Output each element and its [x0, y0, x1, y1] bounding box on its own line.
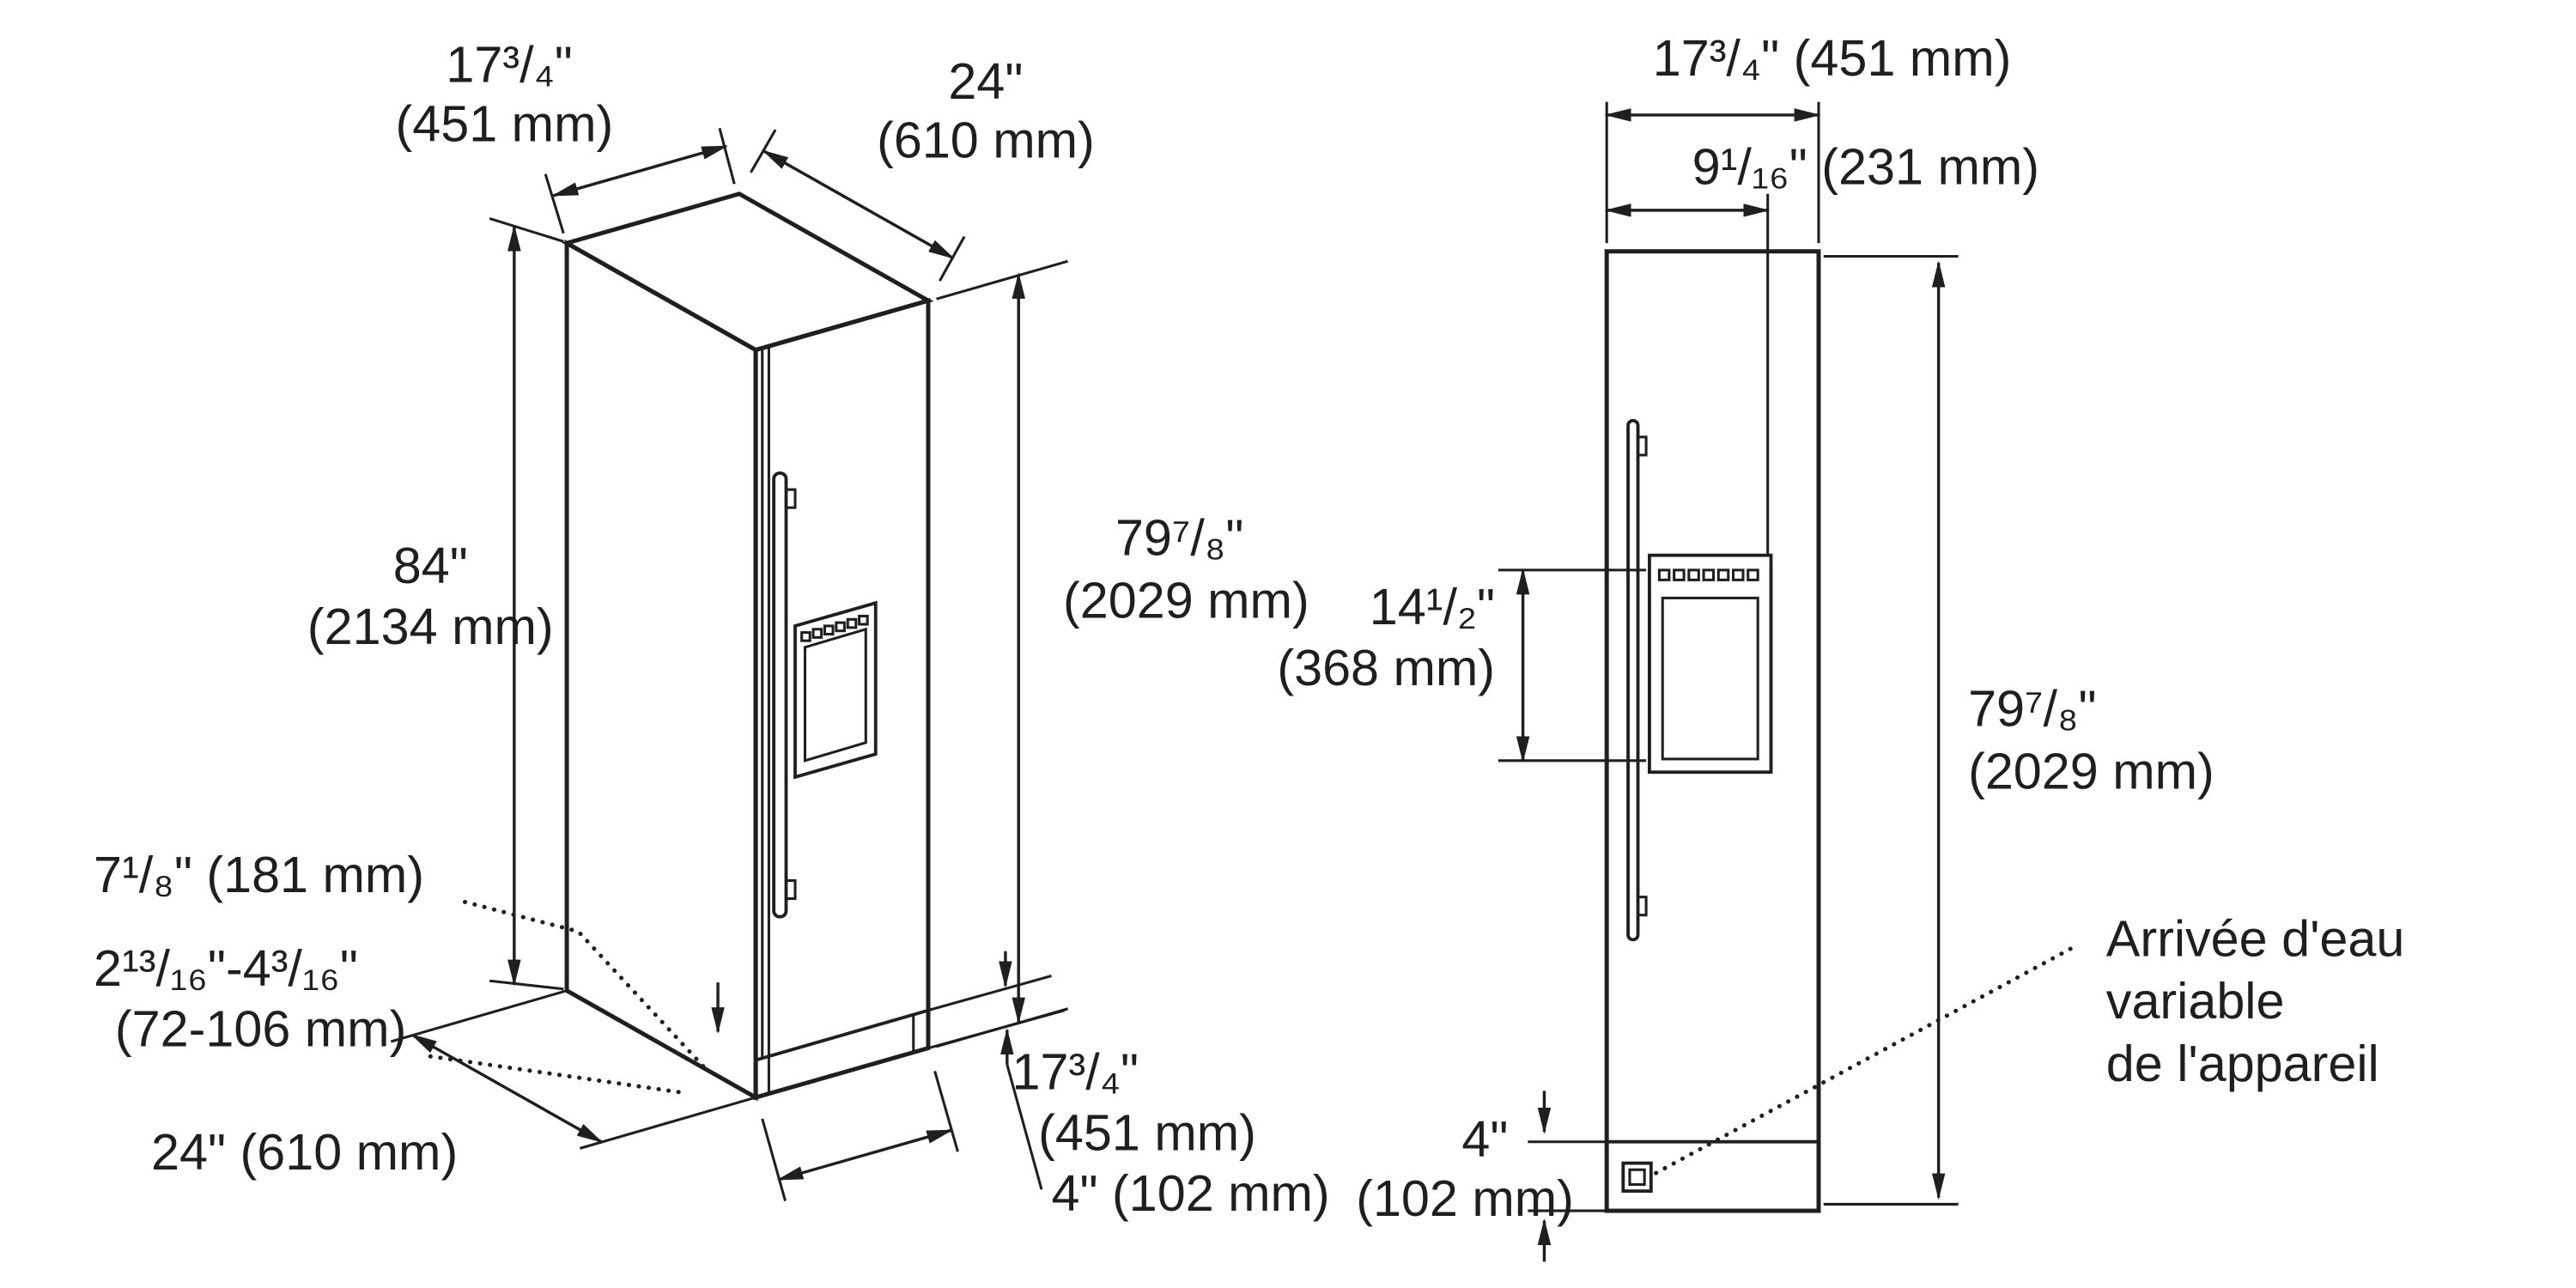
- dim-front-base-label-in: 4": [1461, 1110, 1508, 1168]
- leader-dotted-line: [428, 1054, 684, 1095]
- dispenser-outer: [1648, 553, 1773, 775]
- dim-front-width-label: 17³/₄" (451 mm): [1653, 29, 2012, 87]
- extension-line: [761, 1118, 787, 1202]
- dispenser-button: [1702, 568, 1716, 581]
- dim-width-bottom-label-in: 17³/₄": [1012, 1042, 1139, 1100]
- handle-bar: [1626, 418, 1640, 942]
- extension-line: [750, 129, 777, 173]
- dim-front-height-label-in: 79⁷/₈": [1968, 680, 2097, 738]
- extension-line: [718, 127, 736, 185]
- extension-line: [390, 989, 568, 1043]
- water-inlet-inner: [1628, 1168, 1646, 1186]
- dim-depth-top-label-in: 24": [948, 52, 1023, 110]
- dispenser-button: [846, 617, 858, 629]
- dim-base-height: 4" (102 mm): [927, 951, 1330, 1222]
- dimension-arrow-line: [551, 144, 729, 197]
- dispenser-panel-3d: [793, 600, 878, 780]
- dim-width-top: 17³/₄" (451 mm): [396, 36, 736, 234]
- dispenser-button: [858, 614, 869, 626]
- door-bottom-extension: [927, 975, 1052, 1012]
- cabinet-front: [1604, 249, 1821, 1213]
- leader-dotted-line: [462, 899, 706, 1069]
- extension-line: [489, 979, 564, 991]
- dispenser-buttons: [800, 614, 869, 642]
- dispenser-button: [1673, 568, 1686, 581]
- dim-unit-height-label-in: 79⁷/₈": [1115, 509, 1244, 567]
- dim-rough-height-label-in: 84": [393, 537, 468, 594]
- dim-rough-height: 84" (2134 mm): [307, 217, 564, 991]
- dispenser-recess: [803, 627, 867, 762]
- dim-dispenser-offset: 9¹/₁₆" (231 mm): [1604, 137, 2039, 556]
- extension-line: [489, 217, 564, 243]
- perspective-view: 17³/₄" (451 mm) 24" (610 mm) 84" (2134 m…: [94, 36, 1330, 1222]
- dispenser-recess: [1661, 596, 1759, 761]
- dim-unit-height-label-mm: (2029 mm): [1063, 571, 1309, 629]
- dispenser-button: [1657, 568, 1671, 581]
- dim-width-top-label-mm: (451 mm): [396, 95, 614, 153]
- dim-front-height: 79⁷/₈" (2029 mm): [1823, 254, 2215, 1206]
- door-handle-3d: [772, 471, 797, 919]
- dim-dispenser-height-label-mm: (368 mm): [1277, 639, 1495, 696]
- dim-dispenser-height: 14¹/₂" (368 mm): [1277, 568, 1647, 763]
- water-note-line2: variable: [2106, 972, 2285, 1030]
- dim-front-base: 4" (102 mm): [1356, 1091, 1607, 1262]
- water-note-line1: Arrivée d'eau: [2106, 910, 2405, 968]
- extension-line: [933, 1071, 959, 1152]
- extension-line: [936, 259, 1069, 301]
- leader-line: [1005, 1064, 1043, 1190]
- door-handle-front: [1626, 418, 1648, 942]
- cabinet-outline: [1604, 249, 1821, 1213]
- dispenser-button: [1716, 568, 1730, 581]
- dim-toekick: 2¹³/₁₆"-4³/₁₆" (72-106 mm): [94, 939, 684, 1095]
- handle-bar: [772, 471, 788, 919]
- front-view: 17³/₄" (451 mm) 9¹/₁₆" (231 mm) 14¹/₂" (…: [1277, 29, 2405, 1262]
- dim-depth-bottom-label: 24" (610 mm): [151, 1123, 458, 1181]
- dim-dispenser-offset-label: 9¹/₁₆" (231 mm): [1692, 137, 2039, 195]
- extension-line: [927, 1009, 1066, 1050]
- dim-dispenser-height-label-in: 14¹/₂": [1370, 578, 1495, 635]
- dim-width-top-label-in: 17³/₄": [446, 36, 572, 94]
- dim-depth-top-label-mm: (610 mm): [877, 112, 1095, 169]
- dim-width-bottom: 17³/₄" (451 mm): [761, 1042, 1256, 1202]
- water-inlet-note: Arrivée d'eau variable de l'appareil: [1654, 910, 2405, 1176]
- dim-toekick-label-in: 2¹³/₁₆"-4³/₁₆": [94, 939, 358, 997]
- door-bottom-edge: [756, 1008, 929, 1061]
- dim-front-width: 17³/₄" (451 mm): [1604, 29, 2012, 244]
- cabinet-side-face: [564, 239, 758, 1102]
- leader-dotted-line: [1654, 942, 2081, 1176]
- dim-unit-height: 79⁷/₈" (2029 mm): [936, 259, 1309, 1048]
- dim-depth-bottom: 24" (610 mm): [151, 989, 756, 1181]
- dim-base-height-label: 4" (102 mm): [1051, 1164, 1329, 1222]
- dispenser-panel-front: [1648, 553, 1773, 775]
- dimension-arrow-line: [410, 1033, 604, 1144]
- water-note-line3: de l'appareil: [2106, 1035, 2379, 1092]
- dispenser-button: [1731, 568, 1745, 581]
- dimension-arrow-line: [762, 149, 955, 259]
- dispenser-buttons: [1657, 568, 1759, 581]
- dim-width-bottom-label-mm: (451 mm): [1038, 1103, 1256, 1161]
- dispenser-button: [800, 631, 811, 642]
- extension-line: [579, 1096, 756, 1150]
- water-inlet-outer: [1621, 1161, 1653, 1194]
- dispenser-button: [1747, 568, 1759, 581]
- dim-front-base-label-mm: (102 mm): [1356, 1170, 1574, 1227]
- dim-front-height-label-mm: (2029 mm): [1968, 742, 2215, 799]
- extension-line: [544, 173, 565, 234]
- dispenser-outer: [793, 600, 878, 780]
- dim-depth-top: 24" (610 mm): [750, 52, 1095, 282]
- dim-rough-height-label-mm: (2134 mm): [307, 598, 554, 655]
- dispenser-button: [811, 628, 823, 639]
- dispenser-button: [835, 621, 846, 633]
- dimension-arrow-line: [776, 1128, 954, 1182]
- dim-water-offset-label: 7¹/₈" (181 mm): [94, 846, 424, 903]
- dim-water-offset: 7¹/₈" (181 mm): [94, 846, 725, 1069]
- dim-toekick-label-mm: (72-106 mm): [115, 1000, 406, 1058]
- dispenser-button: [823, 624, 835, 636]
- dispenser-button: [1687, 568, 1700, 581]
